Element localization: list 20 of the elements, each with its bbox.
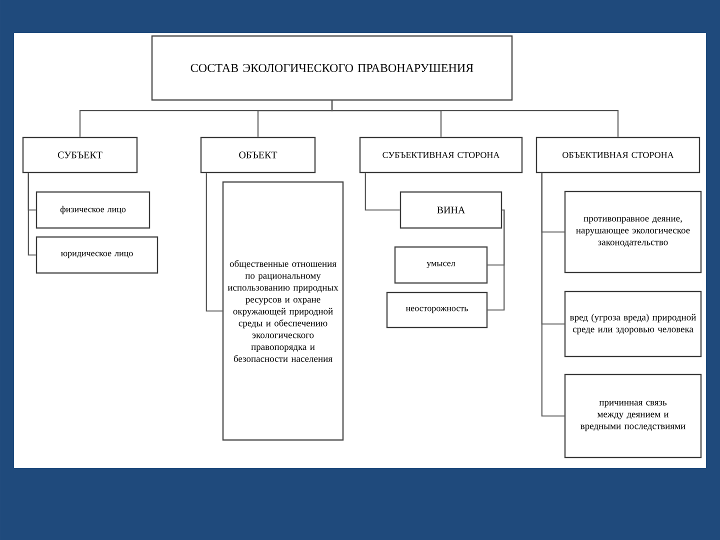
category-box: ОБЪЕКТ <box>200 136 316 174</box>
item-box: противоправное деяние, нарушающее экологическое законодательство <box>564 190 702 274</box>
category-box: СУБЪЕКТ <box>22 136 138 174</box>
item-box: вред (угроза вреда) природной среде или здоровью человека <box>564 290 702 358</box>
item-box: причинная связь между деянием и вредными последствиями <box>564 374 702 458</box>
connector-line <box>488 209 505 311</box>
connector-line <box>331 100 619 137</box>
connector-line <box>541 173 564 417</box>
category-box: ОБЪЕКТИВНАЯ СТОРОНА <box>536 136 700 174</box>
item-box: физическое лицо <box>36 191 150 229</box>
connector-line <box>206 173 222 312</box>
item-box: ВИНА <box>400 191 502 229</box>
connector-line <box>28 173 36 256</box>
item-box: умысел <box>394 246 488 284</box>
item-box: неосторожность <box>386 292 488 328</box>
item-box: общественные отношения по рациональному использованию природных ресурсов и охране окружающей природной среды и обеспечению экологического правопорядка и безопасности населения <box>222 181 344 441</box>
title-box: СОСТАВ ЭКОЛОГИЧЕСКОГО ПРАВОНАРУШЕНИЯ <box>151 35 513 101</box>
connector-line <box>364 173 400 211</box>
category-box: СУБЪЕКТИВНАЯ СТОРОНА <box>359 136 523 174</box>
item-box: юридическое лицо <box>36 236 158 274</box>
